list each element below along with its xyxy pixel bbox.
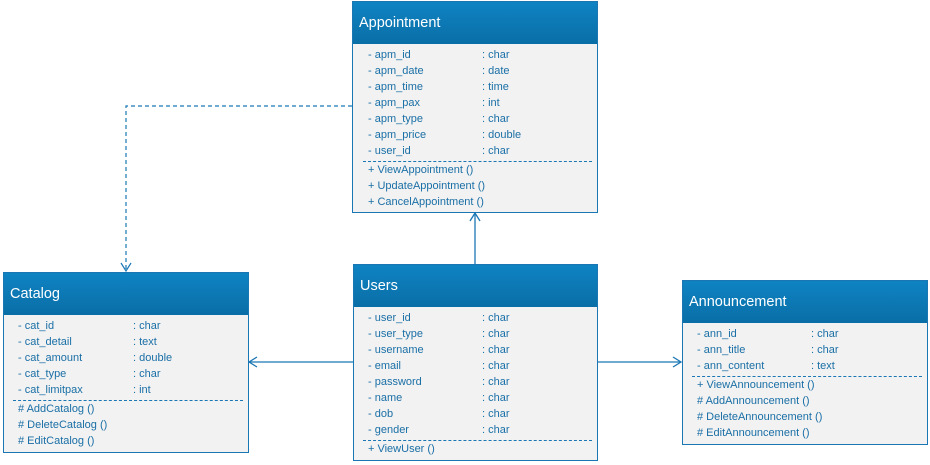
attribute-name: - gender [368,424,409,436]
attribute-type: : char [482,145,510,157]
class-header: Announcement [683,281,927,323]
attribute-name: - dob [368,408,394,420]
attribute-name: - user_id [368,312,411,324]
class-title: Users [360,278,398,294]
attribute-type: : double [482,129,522,141]
arrowhead-appointment [469,211,481,222]
class-header: Users [354,265,597,307]
attribute-name: - apm_price [368,129,427,141]
attribute-type: : char [482,312,510,324]
attribute-name: - ann_title [697,344,746,356]
attribute-name: - apm_time [368,81,424,93]
attribute-type: : char [811,344,839,356]
attribute-type: : char [482,49,510,61]
class-title: Announcement [689,294,787,310]
attribute-type: : text [133,336,157,348]
method-signature: + CancelAppointment () [368,196,484,208]
attribute-type: : char [133,368,161,380]
attribute-name: - cat_id [18,320,55,332]
arrowhead-catalog-dashed [120,262,132,273]
attribute-type: : char [482,376,510,388]
attribute-type: : text [811,360,835,372]
attribute-name: - cat_amount [18,352,83,364]
class-title: Appointment [359,15,441,31]
attribute-name: - username [368,344,424,356]
class-announcement: Announcement - ann_id : char - ann_title… [682,280,928,445]
method-signature: + UpdateAppointment () [368,180,486,192]
attribute-name: - ann_id [697,328,737,340]
method-signature: + ViewAnnouncement () [697,379,815,391]
class-header: Appointment [353,2,597,44]
attribute-type: : char [482,392,510,404]
attribute-type: : int [133,384,151,396]
section-divider [363,161,592,162]
section-divider [363,440,592,441]
attribute-name: - apm_pax [368,97,420,109]
attribute-type: : double [133,352,173,364]
class-title: Catalog [10,286,60,302]
attribute-name: - email [368,360,402,372]
connector-appointment-catalog-dashed [125,105,352,271]
attribute-type: : char [482,113,510,125]
attribute-name: - apm_date [368,65,424,77]
attribute-name: - user_id [368,145,411,157]
class-catalog: Catalog - cat_id : char - cat_detail : t… [3,272,249,453]
attribute-type: : time [482,81,509,93]
attribute-type: : char [133,320,161,332]
class-users: Users - user_id : char - user_type : cha… [353,264,598,461]
attribute-type: : char [482,360,510,372]
attribute-name: - cat_limitpax [18,384,83,396]
attribute-type: : date [482,65,510,77]
attribute-type: : char [482,424,510,436]
attribute-name: - name [368,392,403,404]
attribute-name: - apm_id [368,49,411,61]
attribute-type: : char [482,408,510,420]
class-appointment: Appointment - apm_id : char - apm_date :… [352,1,598,213]
attribute-type: : char [482,328,510,340]
attribute-type: : int [482,97,500,109]
attribute-name: - password [368,376,422,388]
attribute-name: - cat_type [18,368,67,380]
attribute-name: - user_type [368,328,424,340]
method-signature: + ViewAppointment () [368,164,474,176]
arrowhead-announcement [672,356,683,368]
method-signature: # AddAnnouncement () [697,395,810,407]
method-signature: # EditAnnouncement () [697,427,810,439]
method-signature: # DeleteAnnouncement () [697,411,823,423]
attribute-name: - apm_type [368,113,424,125]
section-divider [692,376,922,377]
attribute-name: - cat_detail [18,336,72,348]
attribute-type: : char [811,328,839,340]
method-signature: + ViewUser () [368,443,435,455]
method-signature: # EditCatalog () [18,435,95,447]
method-signature: # AddCatalog () [18,403,95,415]
method-signature: # DeleteCatalog () [18,419,108,431]
class-header: Catalog [4,273,248,315]
attribute-name: - ann_content [697,360,765,372]
attribute-type: : char [482,344,510,356]
section-divider [13,400,243,401]
arrowhead-catalog [247,356,258,368]
